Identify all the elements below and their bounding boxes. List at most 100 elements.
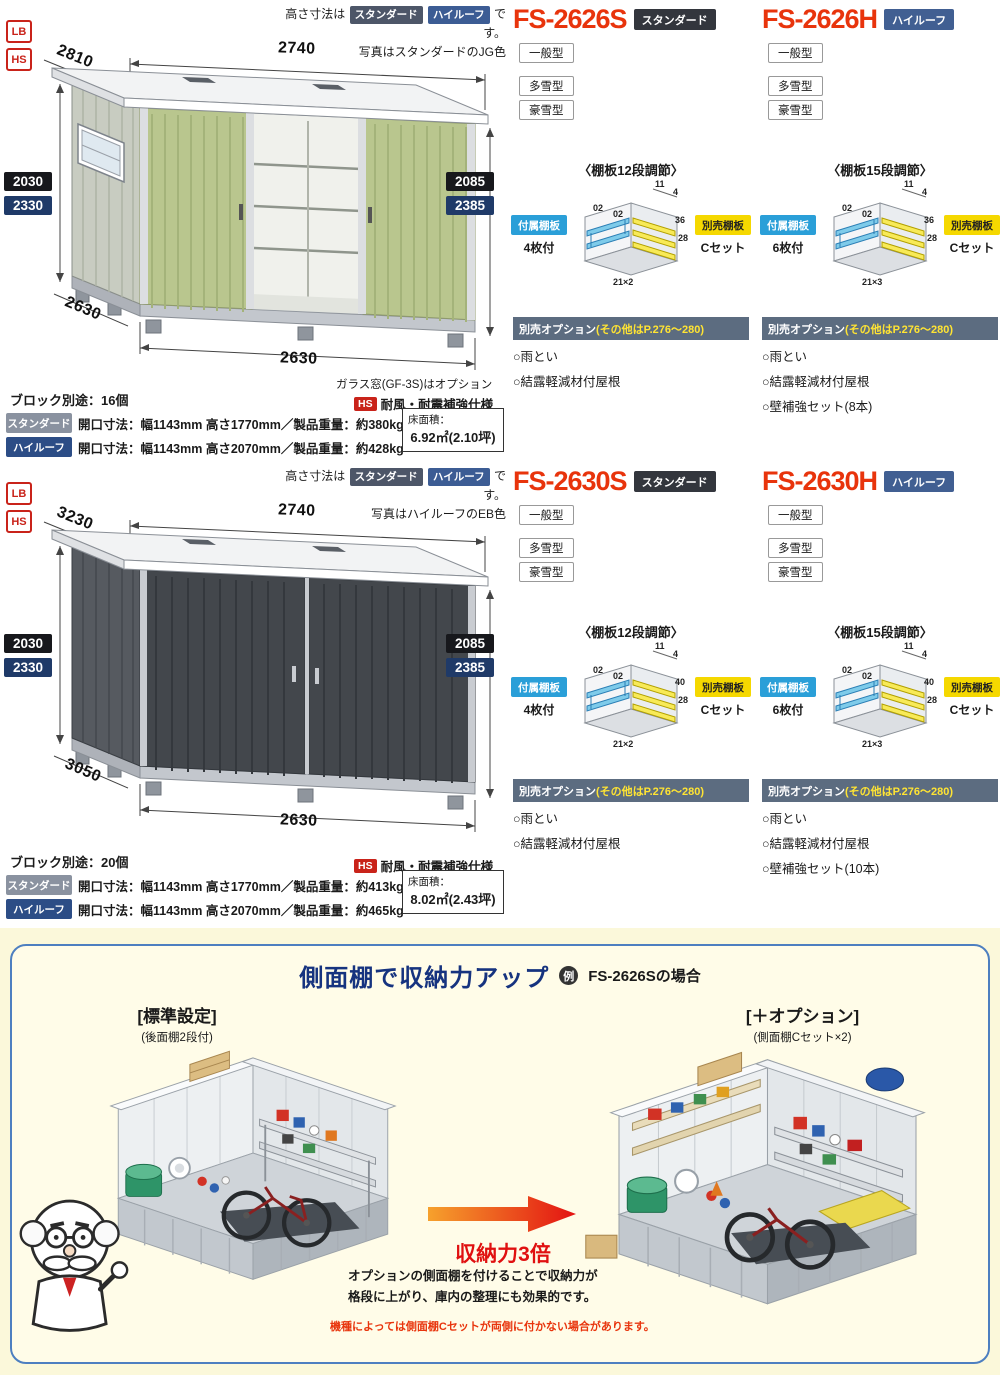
note-prefix: 高さ寸法は — [285, 7, 346, 21]
shelf-diagram-graphic — [832, 188, 928, 276]
separate-shelf-tag: 別売棚板 — [695, 677, 751, 697]
option-item: ○雨とい — [513, 350, 559, 364]
shelf-diagram: 11 4 02 02 36 28 21×3 — [820, 179, 940, 297]
diagram-number: 4 — [673, 187, 679, 197]
product-type-badge: スタンダード — [633, 9, 716, 30]
diagram-number: 21×3 — [862, 739, 883, 749]
included-shelf-count: 4枚付 — [523, 241, 555, 255]
separate-shelf-set: Cセット — [949, 703, 995, 717]
interior-scene-option — [585, 1051, 926, 1305]
options-header-sub: (その他はP.276～280) — [596, 323, 705, 336]
type-extreme-snow: 豪雪型 — [519, 562, 574, 582]
diagram-number: 11 — [655, 179, 665, 189]
product-type-badge: ハイルーフ — [884, 9, 955, 30]
shelf-diagram: 11 4 02 02 40 28 21×3 — [820, 641, 940, 759]
diagram-number: 4 — [922, 649, 928, 659]
type-extreme-snow: 豪雪型 — [768, 562, 823, 582]
arrow-icon — [428, 1196, 576, 1232]
options-header-main: 別売オプション — [519, 785, 596, 798]
shelf-diagram: 11 4 02 02 40 28 21×2 — [571, 641, 691, 759]
shed-drawing-fs2630: 3230 2740 2630 3050 — [20, 498, 500, 842]
shelf-adjust-title: 〈棚板12段調節〉 — [578, 163, 684, 178]
separate-shelf-set: Cセット — [700, 241, 746, 255]
diagram-number: 36 — [924, 215, 935, 225]
diagram-number: 4 — [673, 649, 679, 659]
hs-icon: HS — [354, 858, 377, 873]
type-general: 一般型 — [519, 505, 574, 525]
shelf-diagram: 11 4 02 02 36 28 21×2 — [571, 179, 691, 297]
diagram-number: 11 — [904, 641, 914, 651]
shelf-diagram-area: 付属棚板 6枚付 — [760, 179, 1000, 303]
diagram-number: 40 — [675, 677, 686, 687]
product-name: FS-2630S — [513, 466, 628, 496]
included-shelf-tag: 付属棚板 — [760, 677, 816, 697]
diagram-number: 40 — [924, 677, 935, 687]
height-note: 高さ寸法は スタンダード ハイルーフ です。 写真はハイルーフのEB色 — [284, 467, 506, 523]
diagram-number: 11 — [904, 179, 914, 189]
diagram-number: 28 — [678, 695, 689, 705]
option-scene-label: [＋オプション] (側面棚Cセット×2) — [745, 1007, 860, 1044]
tip-warning: 機種によっては側面棚Cセットが両側に付かない場合があります。 — [330, 1321, 655, 1333]
hs-corner-badge: HS — [6, 510, 32, 533]
option-item: ○壁補強セット(10本) — [762, 862, 880, 876]
included-shelf-count: 6枚付 — [772, 703, 804, 717]
example-icon: 例 — [559, 966, 579, 985]
type-general: 一般型 — [519, 43, 574, 63]
tip-title-row: 側面棚で収納力アップ 例 FS-2626Sの場合 — [0, 958, 1000, 993]
interior-scene-standard — [109, 1050, 397, 1281]
options-header-main: 別売オプション — [768, 323, 845, 336]
height-standard-badge: 2085 — [446, 172, 494, 191]
included-shelf-count: 4枚付 — [523, 703, 555, 717]
diagram-number: 4 — [922, 187, 928, 197]
options-header: 別売オプション(その他はP.276～280) — [762, 779, 998, 802]
diagram-number: 28 — [678, 233, 689, 243]
spec-row-standard: スタンダード 開口寸法：幅1143mm 高さ1770mm／製品重量：約413kg — [6, 875, 404, 895]
type-extreme-snow: 豪雪型 — [768, 100, 823, 120]
product-name: FS-2626S — [513, 4, 628, 34]
dim-width-bottom: 2630 — [279, 349, 318, 368]
option-item: ○結露軽減材付屋根 — [513, 375, 621, 389]
model-types: 一般型 多雪型 豪雪型 — [519, 505, 749, 582]
type-extreme-snow: 豪雪型 — [519, 100, 574, 120]
tip-description: オプションの側面棚を付けることで収納力が 格段に上がり、庫内の整理にも効果的です… — [348, 1269, 598, 1304]
options-list: ○雨とい ○結露軽減材付屋根 — [513, 346, 749, 390]
option-item: ○結露軽減材付屋根 — [513, 837, 621, 851]
highroof-badge: ハイルーフ — [427, 468, 490, 487]
options-list: ○雨とい ○結露軽減材付屋根 ○壁補強セット(10本) — [762, 808, 998, 877]
block-note: ブロック別途：16個 — [10, 393, 129, 408]
options-list: ○雨とい ○結露軽減材付屋根 ○壁補強セット(8本) — [762, 346, 998, 415]
diagram-number: 11 — [655, 641, 665, 651]
height-highroof-badge: 2385 — [446, 658, 494, 677]
option-item: ○雨とい — [762, 350, 808, 364]
corner-badges: LB HS — [6, 20, 32, 76]
product-fs2626s: FS-2626S スタンダード 一般型 多雪型 豪雪型 〈棚板12段調節〉 付属… — [511, 4, 751, 396]
diagram-number: 28 — [927, 233, 938, 243]
option-item: ○結露軽減材付屋根 — [762, 375, 870, 389]
tip-title: 側面棚で収納力アップ — [299, 965, 550, 992]
section-fs2630: LB HS 高さ寸法は スタンダード ハイルーフ です。 写真はハイルーフのEB… — [0, 462, 1000, 924]
shelf-diagram-graphic — [583, 650, 679, 738]
options-header: 別売オプション(その他はP.276～280) — [513, 779, 749, 802]
option-item: ○雨とい — [513, 812, 559, 826]
height-standard-badge: 2030 — [4, 172, 52, 191]
type-general: 一般型 — [768, 505, 823, 525]
options-header-main: 別売オプション — [768, 785, 845, 798]
type-heavy-snow: 多雪型 — [768, 538, 823, 558]
shelf-diagram-graphic — [583, 188, 679, 276]
options-header-sub: (その他はP.276～280) — [845, 785, 954, 798]
diagram-number: 02 — [593, 665, 604, 675]
product-fs2630s: FS-2630S スタンダード 一般型 多雪型 豪雪型 〈棚板12段調節〉 付属… — [511, 466, 751, 858]
model-types: 一般型 多雪型 豪雪型 — [768, 505, 998, 582]
options-header: 別売オプション(その他はP.276～280) — [513, 317, 749, 340]
option-item: ○結露軽減材付屋根 — [762, 837, 870, 851]
floor-area-box: 床面積： 8.02㎡(2.43坪) — [402, 870, 504, 914]
shelf-diagram-graphic — [832, 650, 928, 738]
included-shelf-count: 6枚付 — [772, 241, 804, 255]
shed-illustration — [43, 58, 494, 370]
example-model: FS-2626Sの場合 — [588, 968, 701, 985]
options-header-main: 別売オプション — [519, 323, 596, 336]
separate-shelf-set: Cセット — [700, 703, 746, 717]
included-shelf-tag: 付属棚板 — [511, 215, 567, 235]
dim-width-top: 2740 — [277, 501, 316, 520]
